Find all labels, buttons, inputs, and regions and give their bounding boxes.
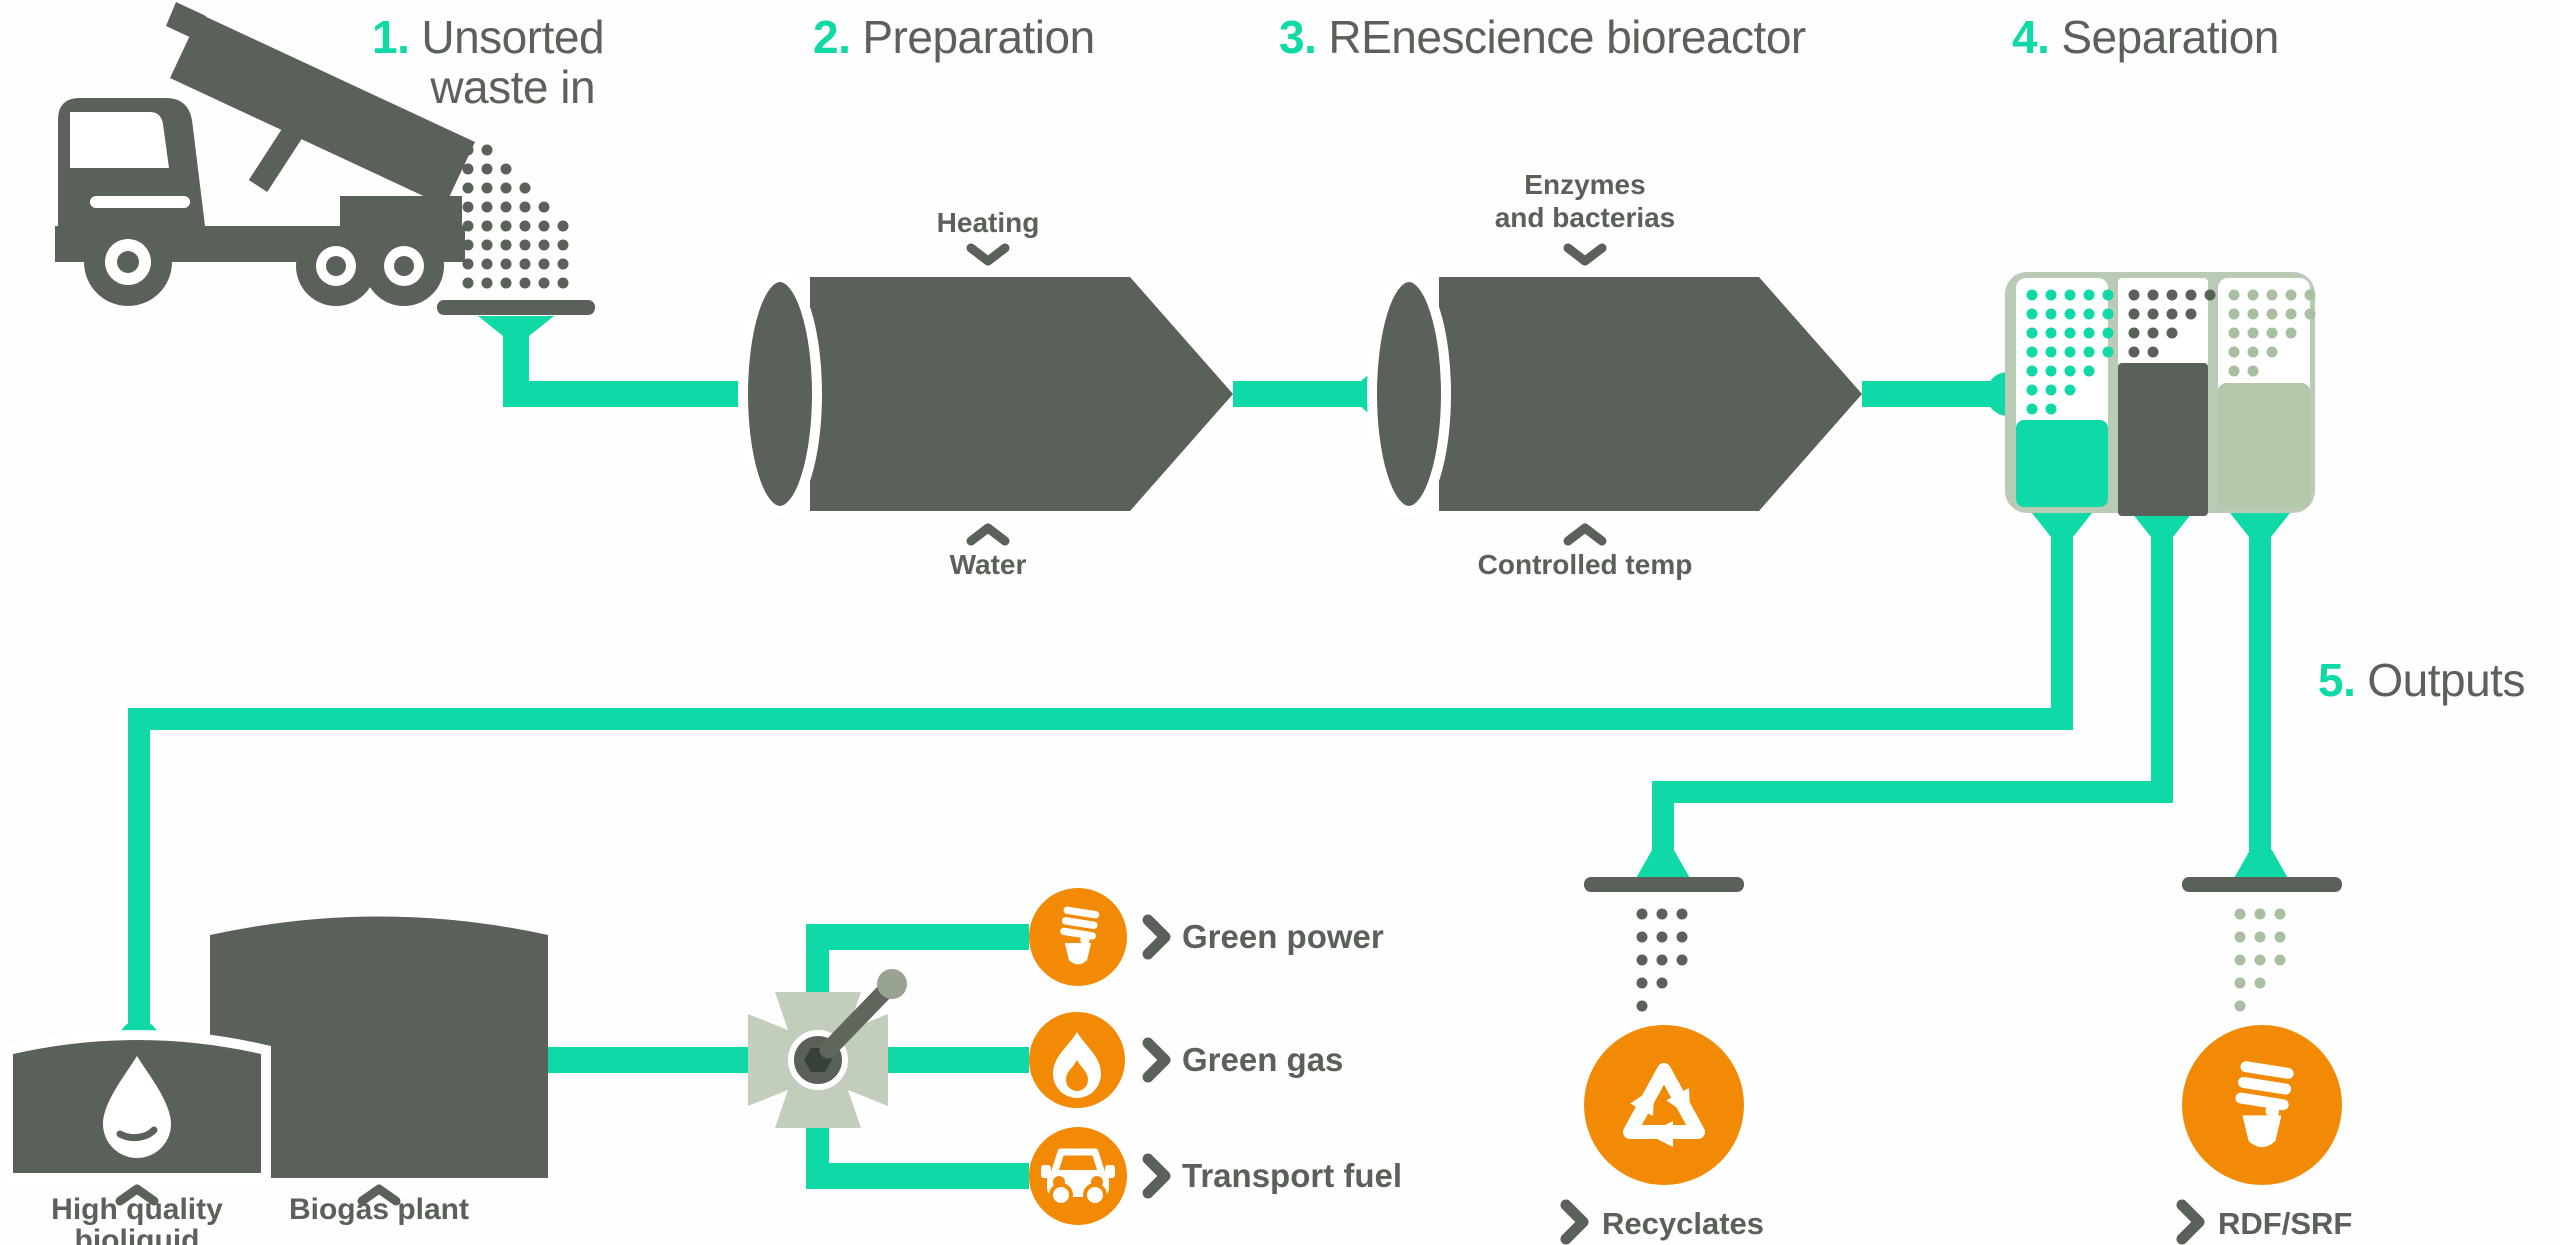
green-power-right-chevron-icon xyxy=(1142,914,1171,960)
pipe-biogas-to-valve xyxy=(537,1047,757,1073)
enzymes-label-line1: Enzymes xyxy=(1524,169,1646,200)
cell1-dots xyxy=(2026,289,2114,415)
step-3-title: 3. REnescience bioreactor xyxy=(1279,12,1806,62)
pipe-valve-to-green-gas xyxy=(886,1047,1029,1073)
rdf-srf-label: RDF/SRF xyxy=(2218,1206,2353,1241)
step-number: 2. xyxy=(813,11,851,63)
heating-label: Heating xyxy=(936,207,1040,238)
bioreactor-drum xyxy=(1367,272,1862,516)
bioliquid-label: High quality bioliquid xyxy=(17,1194,257,1245)
step-number: 1. xyxy=(372,11,410,63)
valve-icon xyxy=(748,969,907,1128)
enzymes-down-chevron-icon xyxy=(1563,243,1607,266)
rdf-tray xyxy=(2182,877,2342,892)
rdf-dots xyxy=(2234,908,2286,1012)
rdf-right-chevron-icon xyxy=(2176,1199,2205,1245)
step-label: REnescience bioreactor xyxy=(1328,11,1806,63)
step-label-line1: Unsorted xyxy=(421,11,605,63)
pipe-bioliquid-line xyxy=(119,513,2092,1060)
bioliquid-fill xyxy=(2016,420,2108,507)
enzymes-label-line2: and bacterias xyxy=(1494,202,1676,233)
transport-fuel-icon xyxy=(1029,1127,1127,1225)
pipe-valve-to-transport-fuel xyxy=(806,1110,1029,1189)
pipe-rdf-line xyxy=(2230,513,2290,880)
water-up-chevron-icon xyxy=(966,523,1010,546)
step-label: Preparation xyxy=(862,11,1095,63)
recyclates-right-chevron-icon xyxy=(1560,1199,1589,1245)
waste-stream-dots xyxy=(462,144,569,289)
controlled-temp-up-chevron-icon xyxy=(1563,523,1607,546)
water-label: Water xyxy=(949,549,1027,580)
transport-fuel-label: Transport fuel xyxy=(1182,1157,1403,1194)
rdf-srf-icon xyxy=(2182,1025,2342,1185)
cell2-dots xyxy=(2128,289,2216,358)
intake-platform xyxy=(437,300,595,315)
preparation-drum xyxy=(738,272,1233,516)
green-gas-label: Green gas xyxy=(1182,1041,1344,1078)
bioliquid-label-line1: High quality xyxy=(51,1193,223,1226)
green-power-icon xyxy=(1029,888,1127,986)
step-label: Separation xyxy=(2061,11,2279,63)
green-gas-right-chevron-icon xyxy=(1142,1037,1171,1083)
step-number: 4. xyxy=(2012,11,2050,63)
step-4-title: 4. Separation xyxy=(2012,12,2279,62)
recyclates-tray xyxy=(1584,877,1744,892)
pipe-recyclates-line xyxy=(1635,513,2192,880)
biogas-plant-icon xyxy=(210,916,548,1178)
step-2-title: 2. Preparation xyxy=(813,12,1095,62)
organics-fill xyxy=(2118,363,2208,516)
bioliquid-up-chevron-icon xyxy=(115,1184,159,1206)
green-power-label: Green power xyxy=(1182,918,1384,955)
step-number: 3. xyxy=(1279,11,1317,63)
step-number: 5. xyxy=(2318,654,2356,706)
green-gas-icon xyxy=(1029,1012,1125,1108)
controlled-temp-label: Controlled temp xyxy=(1477,549,1693,580)
step-1-title: 1. Unsorted waste in xyxy=(372,11,605,113)
recyclates-dots xyxy=(1636,908,1688,1012)
bioliquid-label-line2: bioliquid xyxy=(74,1224,200,1245)
pipe-bioreactor-to-separation xyxy=(1862,372,2030,416)
biogas-up-chevron-icon xyxy=(357,1184,401,1206)
recyclates-icon xyxy=(1584,1025,1744,1185)
transport-fuel-right-chevron-icon xyxy=(1142,1153,1171,1199)
heating-down-chevron-icon xyxy=(966,243,1010,266)
bioliquid-tank-icon xyxy=(3,1030,271,1183)
biogas-plant-label: Biogas plant xyxy=(288,1193,469,1226)
cell3-dots xyxy=(2228,289,2316,377)
step-5-title: 5. Outputs xyxy=(2318,655,2525,705)
dump-truck-icon xyxy=(55,2,475,306)
step-label-line2: waste in xyxy=(430,61,596,113)
separation-unit xyxy=(2005,272,2316,516)
enzymes-label: Enzymes and bacterias xyxy=(1435,168,1735,234)
recyclates-label: Recyclates xyxy=(1602,1206,1765,1241)
inerts-fill xyxy=(2218,383,2310,507)
step-label: Outputs xyxy=(2367,654,2525,706)
